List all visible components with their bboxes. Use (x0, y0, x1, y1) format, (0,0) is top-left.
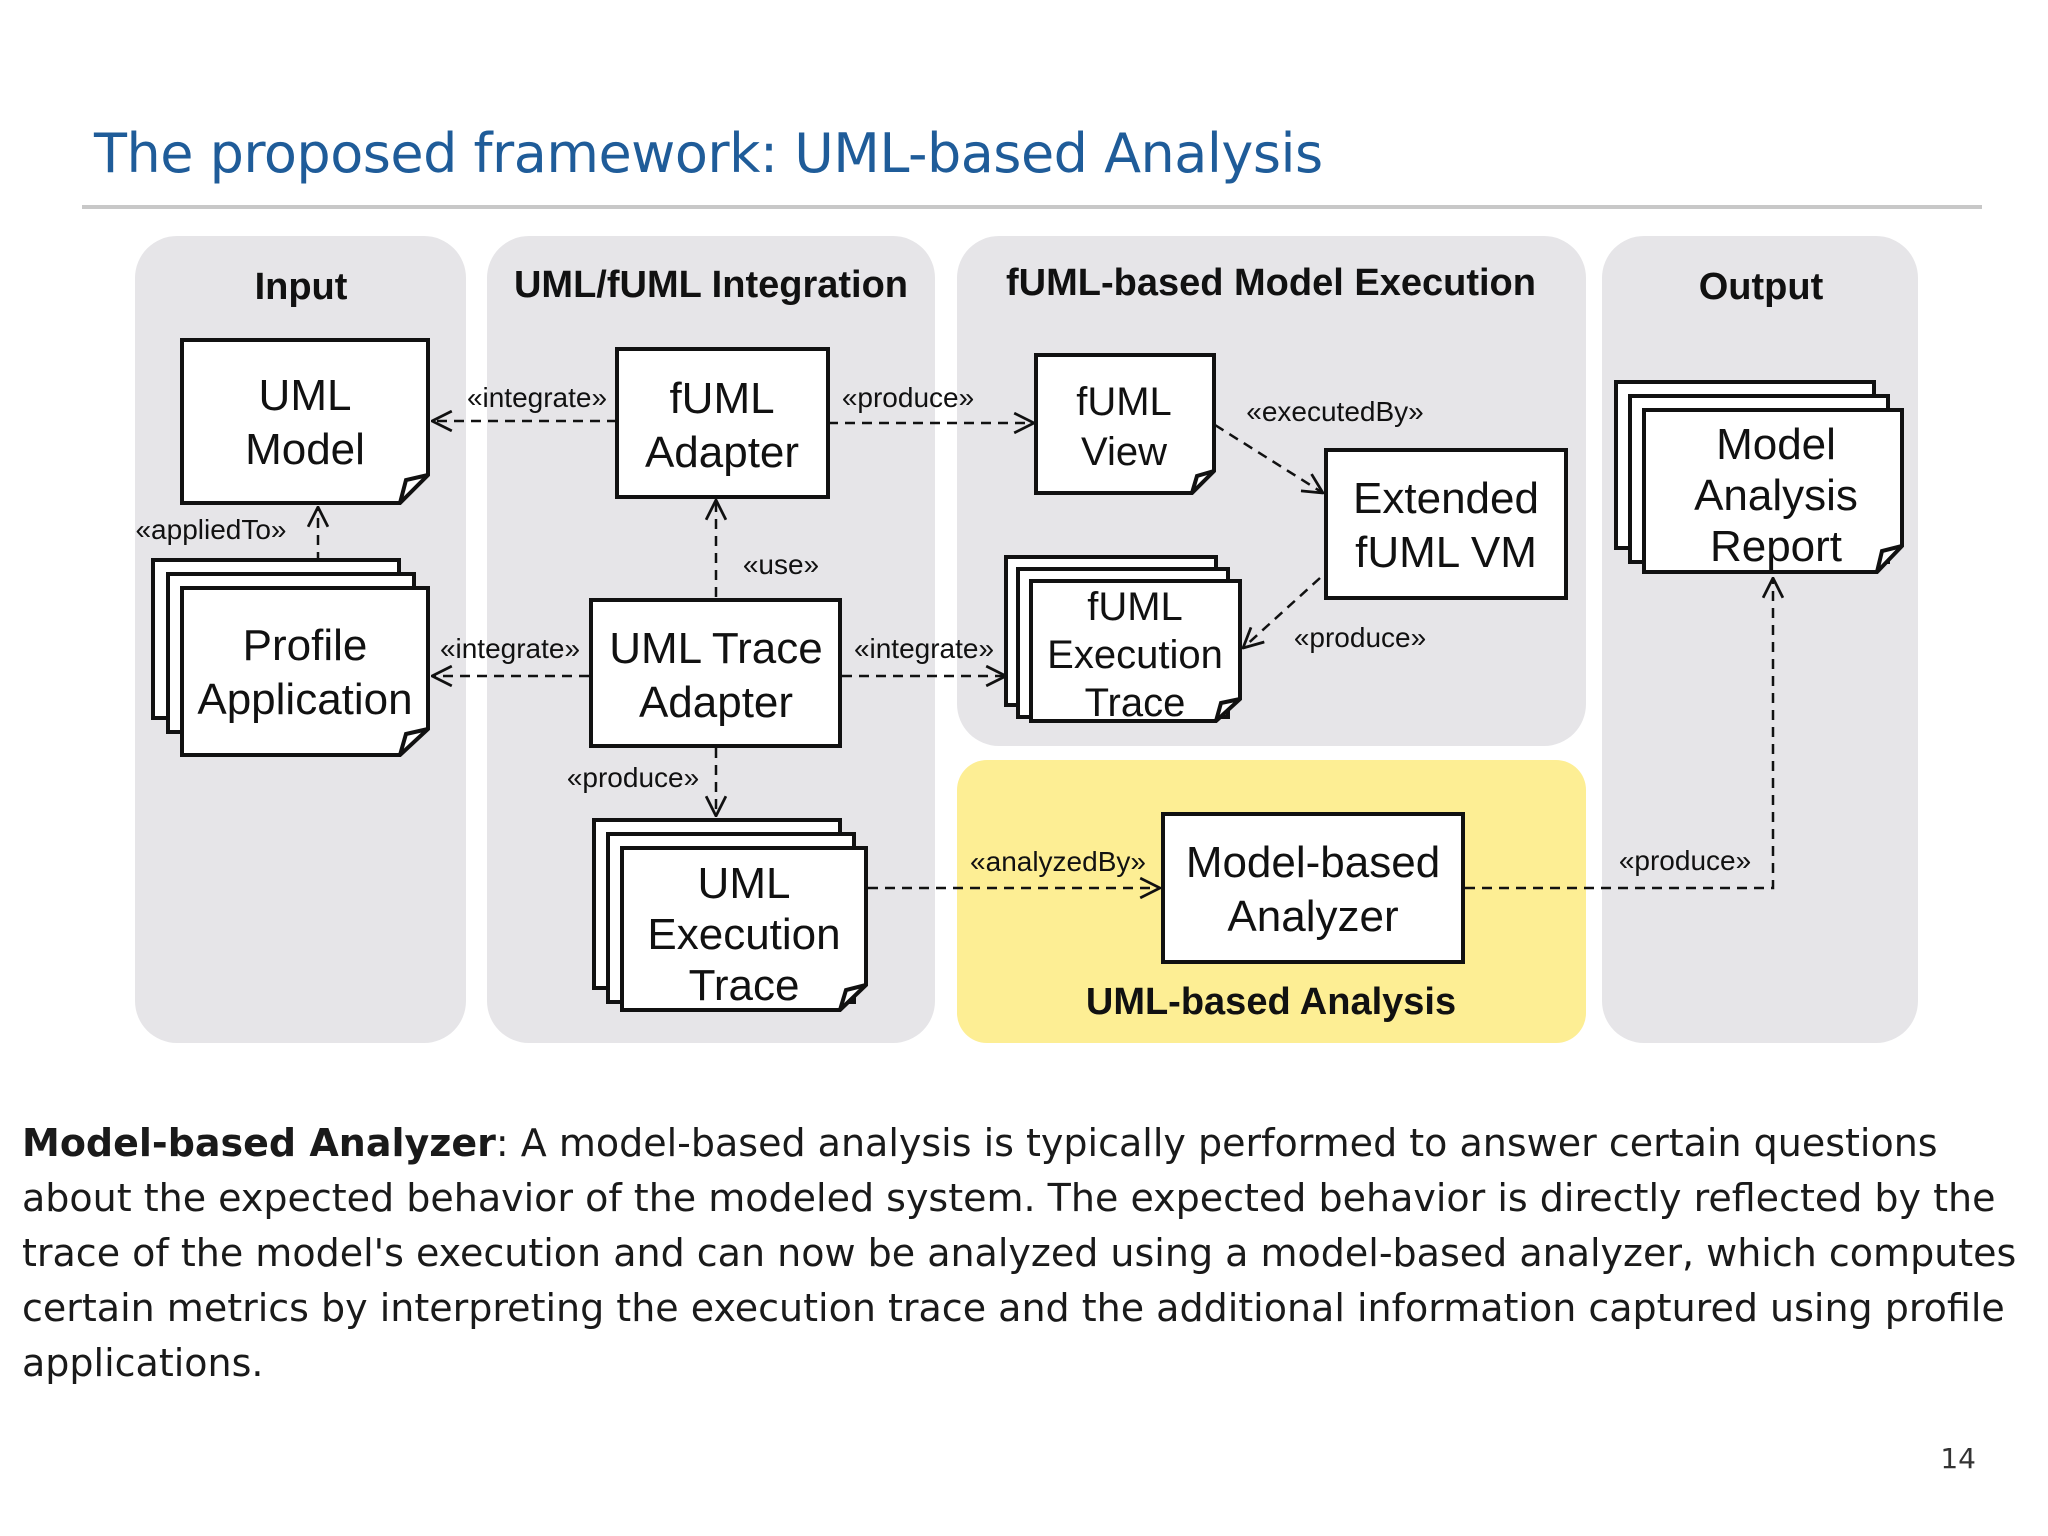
node-fuml-execution-trace: fUML Execution Trace (1004, 555, 1242, 725)
model-based-analyzer-line2: Analyzer (1227, 892, 1398, 941)
uml-execution-trace-line1: UML (698, 859, 791, 908)
fuml-view-line2: View (1081, 430, 1167, 474)
fuml-execution-trace-line3: Trace (1085, 681, 1186, 725)
fuml-execution-trace-line2: Execution (1047, 633, 1223, 677)
model-analysis-report-line2: Analysis (1694, 471, 1858, 520)
label-executed-by: «executedBy» (1246, 396, 1423, 427)
uml-execution-trace-line3: Trace (689, 961, 800, 1010)
uml-model-line2: Model (245, 425, 365, 474)
model-analysis-report-line3: Report (1710, 522, 1842, 571)
lane-title-execution: fUML-based Model Execution (1006, 262, 1536, 304)
page-number: 14 (1940, 1442, 1976, 1475)
profile-application-line1: Profile (243, 621, 368, 670)
profile-application-line2: Application (197, 675, 412, 724)
lane-title-output: Output (1699, 266, 1824, 308)
edge-vm-to-fuml-trace (1243, 577, 1321, 648)
fuml-view-line1: fUML (1076, 380, 1172, 424)
node-model-analysis-report: Model Analysis Report (1614, 380, 1904, 574)
uml-model-line1: UML (259, 371, 352, 420)
label-integrate-profile: «integrate» (440, 633, 580, 664)
description-text: : A model-based analysis is typically pe… (22, 1121, 2017, 1385)
extended-fuml-vm-line2: fUML VM (1355, 528, 1537, 577)
fuml-adapter-line1: fUML (669, 374, 774, 423)
uml-execution-trace-line2: Execution (647, 910, 840, 959)
label-integrate-exec-trace: «integrate» (854, 633, 994, 664)
framework-diagram: Input UML/fUML Integration fUML-based Mo… (135, 236, 1918, 1043)
model-analysis-report-line1: Model (1716, 420, 1836, 469)
node-uml-model: UML Model (180, 338, 430, 505)
node-uml-trace-adapter: UML Trace Adapter (589, 598, 842, 748)
label-use: «use» (743, 549, 819, 580)
extended-fuml-vm-line1: Extended (1353, 474, 1539, 523)
label-analyzed-by: «analyzedBy» (970, 846, 1146, 877)
fuml-adapter-line2: Adapter (645, 428, 799, 477)
label-produce-fuml-trace: «produce» (1294, 622, 1426, 653)
label-applied-to: «appliedTo» (135, 514, 286, 545)
lane-title-input: Input (255, 266, 348, 308)
slide-title: The proposed framework: UML-based Analys… (94, 122, 1323, 185)
edge-analyzer-to-report (1465, 578, 1773, 890)
uml-trace-adapter-line2: Adapter (639, 678, 793, 727)
uml-trace-adapter-line1: UML Trace (609, 624, 823, 673)
title-divider (82, 205, 1982, 209)
fuml-execution-trace-line1: fUML (1087, 585, 1183, 629)
node-uml-execution-trace: UML Execution Trace (592, 818, 868, 1012)
label-integrate-model: «integrate» (467, 382, 607, 413)
lane-title-analysis: UML-based Analysis (1086, 981, 1456, 1023)
node-model-based-analyzer: Model-based Analyzer (1161, 812, 1465, 964)
label-produce-report: «produce» (1619, 845, 1751, 876)
node-fuml-adapter: fUML Adapter (615, 347, 830, 499)
lane-output (1602, 236, 1918, 1043)
description-term: Model-based Analyzer (22, 1121, 496, 1165)
description-paragraph: Model-based Analyzer: A model-based anal… (22, 1116, 2032, 1391)
edge-view-to-vm (1214, 423, 1323, 493)
node-fuml-view: fUML View (1034, 353, 1216, 495)
node-extended-fuml-vm: Extended fUML VM (1324, 448, 1568, 600)
label-produce-uml-trace: «produce» (567, 762, 699, 793)
model-based-analyzer-line1: Model-based (1186, 838, 1440, 887)
lane-title-integration: UML/fUML Integration (514, 264, 908, 306)
label-produce-view: «produce» (842, 382, 974, 413)
node-profile-application: Profile Application (151, 558, 430, 757)
